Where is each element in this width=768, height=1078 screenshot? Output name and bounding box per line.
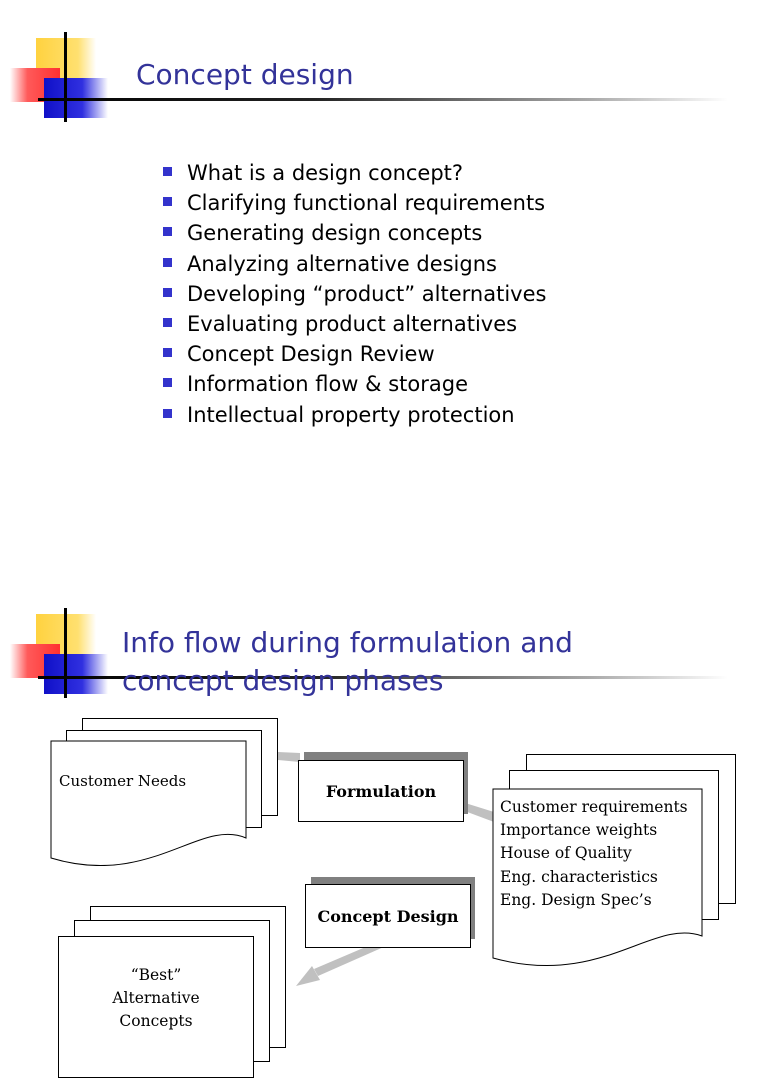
title-rule — [38, 98, 728, 101]
requirement-item: Eng. characteristics — [500, 867, 658, 886]
concept-design-box: Concept Design — [305, 884, 471, 948]
square-bullet-icon — [163, 318, 172, 328]
requirement-item: Eng. Design Spec’s — [500, 890, 652, 909]
formulation-box: Formulation — [298, 760, 464, 822]
title-rule — [38, 676, 728, 679]
requirements-document: Customer requirements Importance weights… — [492, 752, 738, 977]
square-bullet-icon — [163, 167, 172, 176]
logo-vertical-line — [64, 608, 67, 698]
requirements-list: Customer requirements Importance weights… — [500, 796, 688, 912]
slide-title: Concept design — [136, 58, 354, 91]
arrow-formulation-to-requirements — [462, 802, 494, 822]
doc-page-front — [492, 788, 703, 967]
list-item: Clarifying functional requirements — [160, 188, 546, 218]
arrow-needs-to-formulation — [278, 752, 300, 762]
best-alternatives-label: “Best” Alternative Concepts — [112, 966, 200, 1030]
slide-info-flow: Info flow during formulation and concept… — [0, 560, 768, 1078]
requirement-item: Customer requirements — [500, 798, 688, 816]
list-item: Evaluating product alternatives — [160, 309, 546, 339]
requirement-item: House of Quality — [500, 844, 632, 863]
flow-arrows — [278, 752, 494, 986]
logo-blue-square — [44, 654, 108, 694]
list-item: Developing “product” alternatives — [160, 279, 546, 309]
customer-needs-document: Customer Needs — [50, 716, 280, 866]
bullet-list: What is a design concept? Clarifying fun… — [160, 158, 546, 430]
square-bullet-icon — [163, 378, 172, 388]
list-item: Concept Design Review — [160, 339, 546, 369]
square-bullet-icon — [163, 287, 172, 297]
square-bullet-icon — [163, 197, 172, 207]
best-alternatives-document: “Best” Alternative Concepts — [58, 904, 290, 1078]
list-item: Generating design concepts — [160, 218, 546, 248]
requirement-item: Importance weights — [500, 821, 658, 840]
slide-concept-design: Concept design What is a design concept?… — [0, 32, 728, 430]
list-item: What is a design concept? — [160, 158, 546, 188]
customer-needs-label: Customer Needs — [59, 772, 187, 790]
doc-page-front — [50, 740, 247, 866]
square-bullet-icon — [163, 257, 172, 267]
list-item: Analyzing alternative designs — [160, 249, 546, 279]
square-bullet-icon — [163, 227, 172, 237]
slide-title-line-1: Info flow during formulation and — [122, 626, 573, 659]
logo-vertical-line — [64, 32, 67, 122]
arrow-concept-to-alternatives — [314, 940, 386, 976]
square-bullet-icon — [163, 348, 172, 358]
arrow-head-to-alternatives — [296, 966, 320, 986]
list-item: Intellectual property protection — [160, 400, 546, 430]
list-item: Information flow & storage — [160, 369, 546, 399]
slide-logo — [0, 608, 110, 698]
square-bullet-icon — [163, 408, 172, 418]
slide-title-line-2: concept design phases — [122, 664, 444, 697]
slide-logo — [0, 32, 110, 122]
slide-title: Info flow during formulation and concept… — [122, 624, 573, 700]
